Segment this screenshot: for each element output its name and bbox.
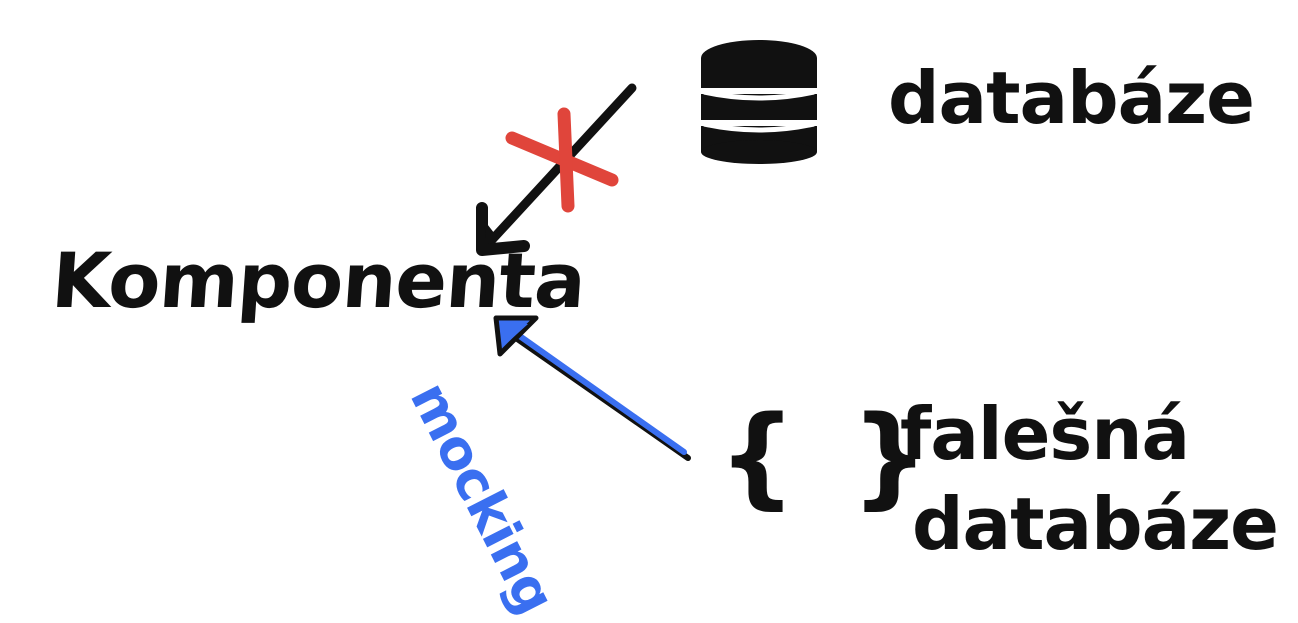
fake-object-braces: { }	[718, 392, 937, 520]
database-icon	[701, 40, 817, 164]
component-label: Komponenta	[48, 236, 589, 325]
arrow-icon	[493, 315, 691, 461]
diagram-canvas: Komponenta databáze { } falešná databáze…	[48, 40, 1279, 623]
database-label: databáze	[888, 56, 1255, 140]
cross-icon	[505, 107, 619, 213]
fake-database-label-line1: falešná	[900, 392, 1190, 476]
fake-database-label-line2: databáze	[912, 482, 1279, 566]
